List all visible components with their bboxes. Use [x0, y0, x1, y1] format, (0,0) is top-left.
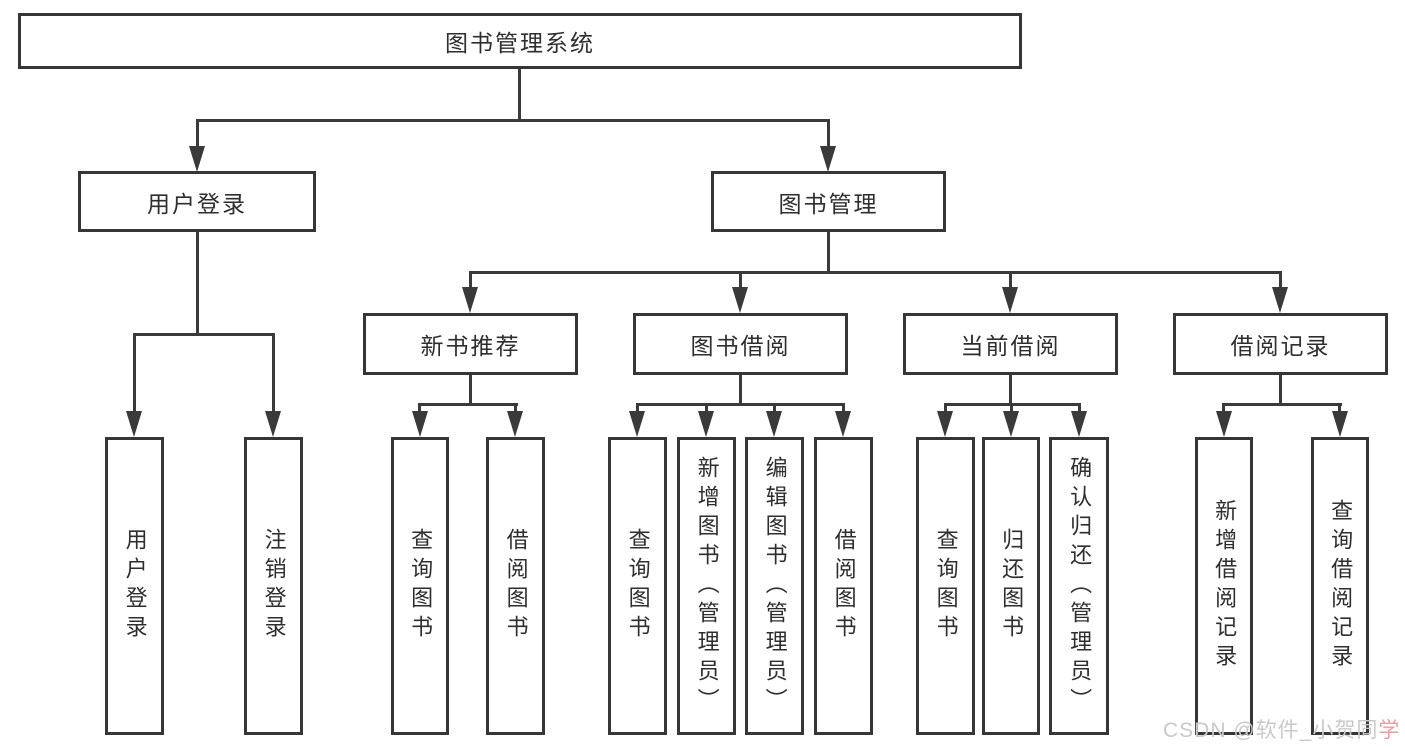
node-current-borrowing: 当前借阅 — [903, 313, 1118, 375]
leaf-logout-label: 注销登录 — [261, 528, 287, 644]
connector-vline — [827, 232, 830, 274]
leaf-borrowing-edit-books-admin: 编辑图书（管理员） — [745, 437, 804, 735]
arrow-down-icon — [1216, 411, 1232, 437]
connector-vline — [842, 403, 845, 415]
connector-vline — [518, 69, 521, 122]
connector-vline — [1009, 271, 1012, 289]
node-root-label: 图书管理系统 — [445, 30, 595, 56]
leaf-borrowing-borrow-books: 借阅图书 — [814, 437, 873, 735]
connector-vline — [773, 403, 776, 415]
leaf-newbook-borrow-books-label: 借阅图书 — [503, 528, 529, 644]
node-new-book-recommend-label: 新书推荐 — [420, 333, 521, 359]
arrow-down-icon — [698, 411, 714, 437]
arrow-down-icon — [732, 287, 748, 313]
arrow-down-icon — [265, 411, 281, 437]
arrow-down-icon — [462, 287, 478, 313]
arrow-down-icon — [835, 411, 851, 437]
connector-vline — [1009, 375, 1012, 406]
arrow-down-icon — [1003, 411, 1019, 437]
leaf-records-add-record-label: 新增借阅记录 — [1212, 499, 1238, 673]
leaf-borrowing-edit-books-admin-label: 编辑图书（管理员） — [762, 455, 788, 717]
connector-vline — [827, 119, 830, 149]
leaf-borrowing-borrow-books-label: 借阅图书 — [831, 528, 857, 644]
leaf-records-query-record-label: 查询借阅记录 — [1328, 499, 1354, 673]
node-user-login-label: 用户登录 — [147, 190, 247, 217]
connector-hline — [419, 403, 518, 406]
connector-vline — [272, 333, 275, 413]
leaf-borrowing-add-books-admin-label: 新增图书（管理员） — [694, 455, 720, 717]
connector-hline — [469, 271, 1282, 274]
leaf-current-query-books: 查询图书 — [916, 437, 975, 735]
leaf-records-add-record: 新增借阅记录 — [1195, 437, 1253, 735]
connector-hline — [1222, 403, 1342, 406]
connector-vline — [469, 271, 472, 289]
leaf-borrowing-add-books-admin: 新增图书（管理员） — [677, 437, 736, 735]
connector-hline — [636, 403, 844, 406]
arrow-down-icon — [766, 411, 782, 437]
connector-vline — [1010, 403, 1013, 415]
node-root: 图书管理系统 — [18, 13, 1022, 69]
connector-vline — [196, 232, 199, 336]
connector-hline — [196, 119, 830, 122]
arrow-down-icon — [1002, 287, 1018, 313]
connector-vline — [739, 271, 742, 289]
leaf-current-return-books: 归还图书 — [982, 437, 1040, 735]
connector-vline — [469, 375, 472, 406]
leaf-current-query-books-label: 查询图书 — [933, 528, 959, 644]
arrow-down-icon — [1272, 287, 1288, 313]
connector-vline — [133, 333, 136, 413]
connector-vline — [1222, 403, 1225, 415]
arrow-down-icon — [412, 411, 428, 437]
connector-vline — [1078, 403, 1081, 415]
arrow-down-icon — [126, 411, 142, 437]
leaf-current-confirm-return-admin: 确认归还（管理员） — [1049, 437, 1109, 735]
leaf-records-query-record: 查询借阅记录 — [1311, 437, 1369, 735]
csdn-watermark-red: 学 — [1378, 719, 1401, 742]
arrow-down-icon — [937, 411, 953, 437]
node-user-login: 用户登录 — [78, 171, 316, 232]
connector-vline — [944, 403, 947, 415]
leaf-borrowing-query-books-label: 查询图书 — [625, 528, 651, 644]
connector-vline — [418, 403, 421, 415]
node-new-book-recommend: 新书推荐 — [363, 313, 578, 375]
connector-vline — [739, 375, 742, 406]
csdn-watermark-gray: CSDN @软件_小贺同 — [1163, 719, 1379, 742]
node-current-borrowing-label: 当前借阅 — [960, 333, 1061, 359]
arrow-down-icon — [1332, 411, 1348, 437]
connector-vline — [1279, 375, 1282, 406]
arrow-down-icon — [820, 146, 836, 172]
node-book-borrowing: 图书借阅 — [633, 313, 848, 375]
connector-vline — [196, 119, 199, 149]
leaf-current-return-books-label: 归还图书 — [999, 528, 1025, 644]
connector-vline — [1279, 271, 1282, 289]
leaf-newbook-borrow-books: 借阅图书 — [486, 437, 545, 735]
arrow-down-icon — [629, 411, 645, 437]
leaf-newbook-query-books: 查询图书 — [391, 437, 449, 735]
arrow-down-icon — [189, 146, 205, 172]
csdn-watermark: CSDN @软件_小贺同学 — [1163, 714, 1400, 744]
node-book-management: 图书管理 — [711, 171, 946, 232]
node-borrow-records-label: 借阅记录 — [1230, 333, 1331, 359]
node-book-borrowing-label: 图书借阅 — [690, 333, 791, 359]
leaf-newbook-query-books-label: 查询图书 — [408, 528, 434, 644]
node-book-management-label: 图书管理 — [778, 190, 879, 217]
arrow-down-icon — [1071, 411, 1087, 437]
connector-vline — [636, 403, 639, 415]
leaf-borrowing-query-books: 查询图书 — [608, 437, 667, 735]
leaf-logout: 注销登录 — [244, 437, 303, 735]
leaf-current-confirm-return-admin-label: 确认归还（管理员） — [1067, 455, 1093, 717]
leaf-user-login: 用户登录 — [105, 437, 164, 735]
connector-vline — [705, 403, 708, 415]
connector-vline — [1338, 403, 1341, 415]
connector-vline — [514, 403, 517, 415]
arrow-down-icon — [507, 411, 523, 437]
leaf-user-login-label: 用户登录 — [122, 528, 148, 644]
connector-hline — [133, 333, 275, 336]
node-borrow-records: 借阅记录 — [1173, 313, 1388, 375]
